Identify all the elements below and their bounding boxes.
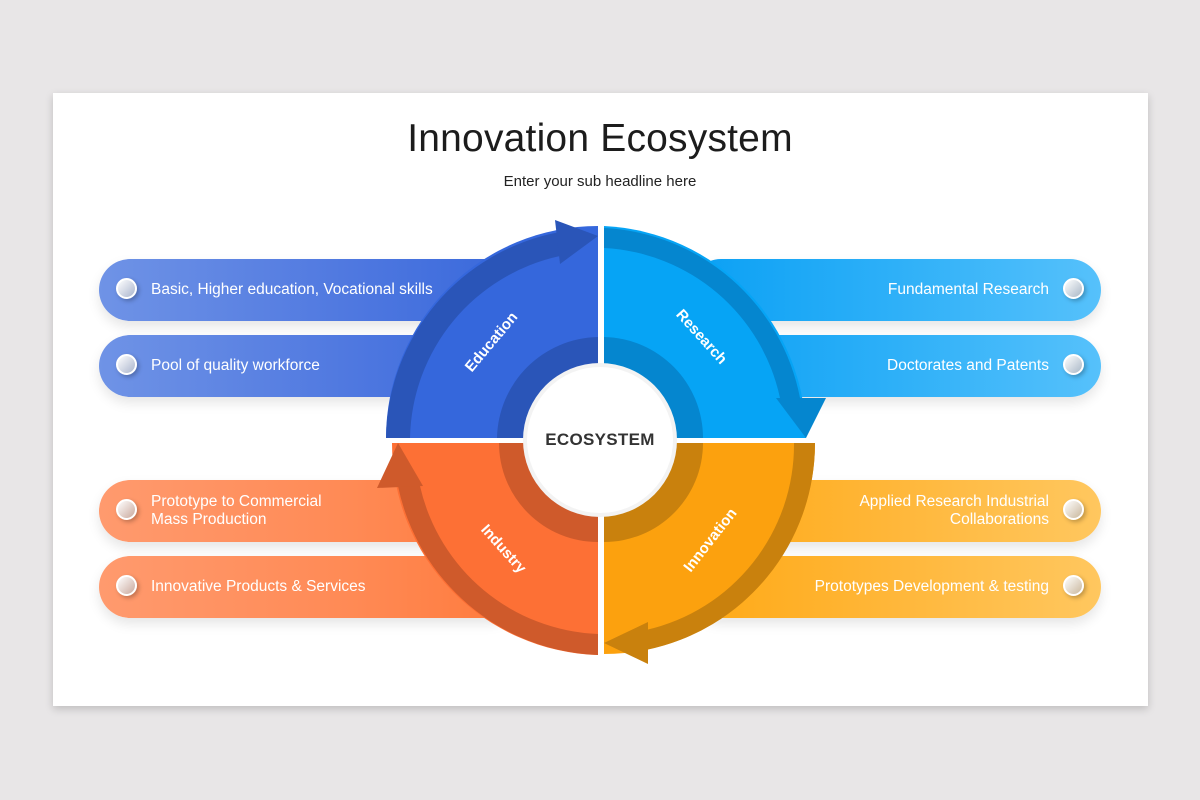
center-ecosystem-label: ECOSYSTEM: [545, 430, 655, 449]
item-text: Doctorates and Patents: [887, 357, 1049, 374]
item-text: Pool of quality workforce: [151, 357, 320, 374]
bullet-circle-icon: [1063, 278, 1084, 299]
bullet-circle-icon: [116, 575, 137, 596]
bullet-circle-icon: [116, 278, 137, 299]
item-text-line-2: Collaborations: [949, 511, 1049, 528]
item-text: Fundamental Research: [887, 281, 1049, 298]
bullet-circle-icon: [1063, 575, 1084, 596]
page-title: Innovation Ecosystem: [407, 117, 793, 160]
bullet-circle-icon: [1063, 499, 1084, 520]
item-text: Prototypes Development & testing: [814, 578, 1049, 595]
item-text: Prototype to Commercial Mass Production: [151, 493, 322, 529]
item-text: Innovative Products & Services: [151, 578, 366, 595]
item-text: Basic, Higher education, Vocational skil…: [151, 281, 433, 298]
bullet-circle-icon: [116, 354, 137, 375]
item-text-line-2: Mass Production: [151, 511, 267, 528]
item-text: Applied Research Industrial Collaboratio…: [859, 493, 1049, 529]
bullet-circle-icon: [1063, 354, 1084, 375]
item-text-line-1: Applied Research Industrial: [859, 493, 1049, 510]
item-text-line-1: Prototype to Commercial: [151, 493, 322, 510]
page-subtitle: Enter your sub headline here: [503, 173, 697, 190]
bullet-circle-icon: [116, 499, 137, 520]
